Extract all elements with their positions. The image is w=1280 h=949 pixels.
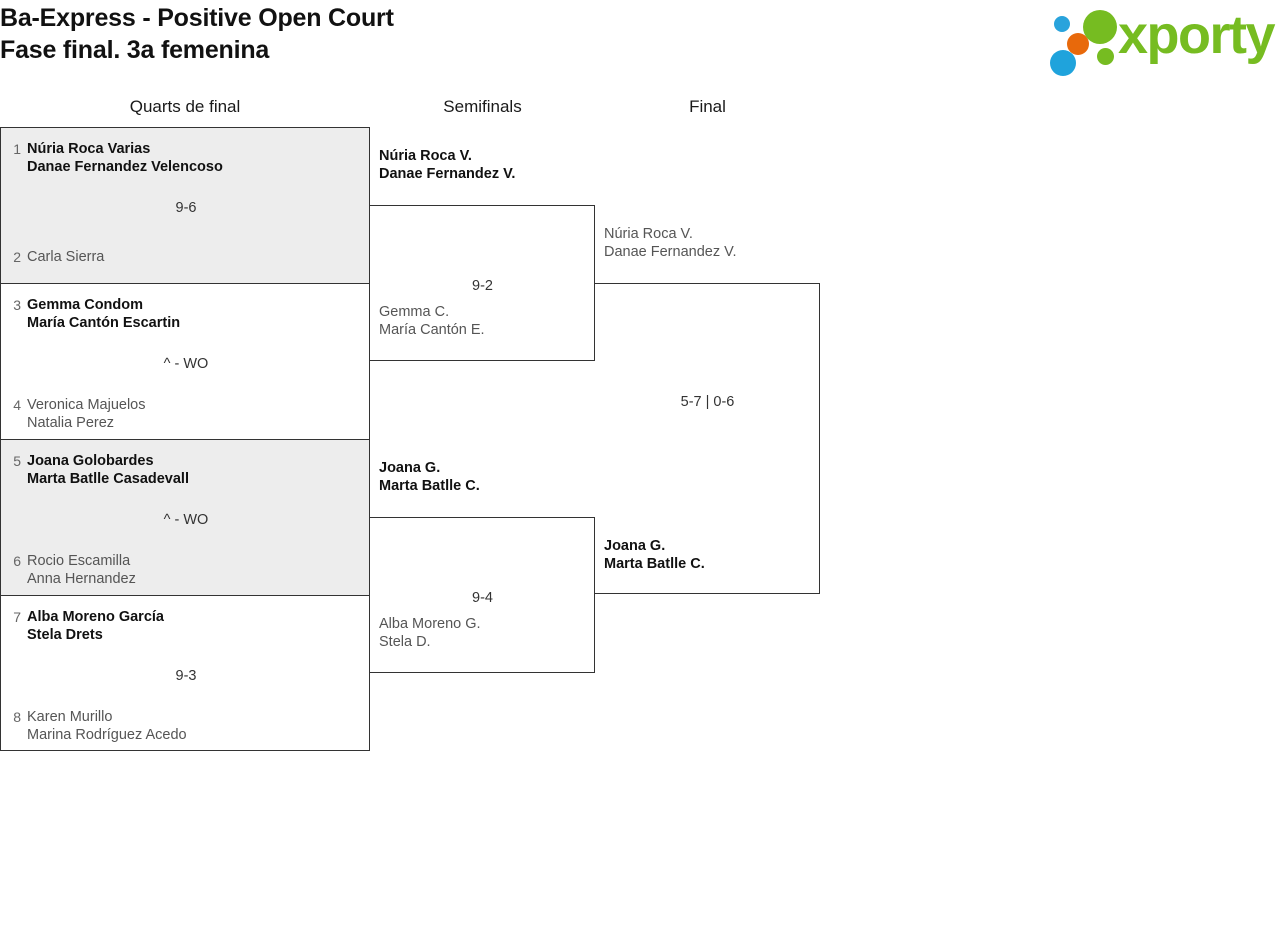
player-names: Joana Golobardes Marta Batlle Casadevall: [27, 453, 189, 487]
page-title: Ba-Express - Positive Open Court Fase fi…: [0, 2, 900, 66]
seed-number: 5: [13, 453, 21, 469]
seed-number: 2: [13, 249, 21, 265]
seed-number: 6: [13, 553, 21, 569]
competitor-top[interactable]: 5 Joana Golobardes Marta Batlle Casadeva…: [1, 452, 369, 488]
player-names: Joana G. Marta Batlle C.: [379, 460, 480, 494]
logo-dot-green-large: [1083, 10, 1117, 44]
match-semifinal-1[interactable]: 9-2: [370, 205, 595, 361]
seed-number: 1: [13, 141, 21, 157]
semifinal-1-competitor-bottom[interactable]: Gemma C. María Cantón E.: [370, 303, 595, 339]
player-names: Núria Roca Varias Danae Fernandez Velenc…: [27, 141, 223, 175]
seed-number: 7: [13, 609, 21, 625]
tournament-name: Ba-Express - Positive Open Court: [0, 4, 394, 32]
seed-number: 4: [13, 397, 21, 413]
match-score: 9-2: [472, 278, 493, 294]
player-names: Gemma Condom María Cantón Escartin: [27, 297, 181, 331]
semifinal-2-competitor-top[interactable]: Joana G. Marta Batlle C.: [370, 459, 595, 495]
match-final[interactable]: 5-7 | 0-6: [595, 283, 820, 594]
final-competitor-bottom[interactable]: Joana G. Marta Batlle C.: [595, 537, 820, 573]
match-quarterfinal-4[interactable]: 7 Alba Moreno García Stela Drets 9-3 8 K…: [0, 595, 370, 751]
logo-wordmark: xporty: [1118, 5, 1276, 65]
competitor-top[interactable]: 7 Alba Moreno García Stela Drets: [1, 608, 369, 644]
match-score: ^ - WO: [163, 356, 209, 372]
match-score: 5-7 | 0-6: [680, 394, 735, 410]
competitor-bottom[interactable]: 4 Veronica Majuelos Natalia Perez: [1, 396, 369, 432]
xporty-logo[interactable]: xporty: [1050, 5, 1280, 76]
match-score: 9-4: [472, 590, 493, 606]
player-names: Rocio Escamilla Anna Hernandez: [27, 553, 136, 587]
semifinal-2-competitor-bottom[interactable]: Alba Moreno G. Stela D.: [370, 615, 595, 651]
player-names: Joana G. Marta Batlle C.: [604, 538, 705, 572]
semifinal-1-competitor-top[interactable]: Núria Roca V. Danae Fernandez V.: [370, 147, 595, 183]
tournament-phase: Fase final. 3a femenina: [0, 36, 270, 64]
competitor-top[interactable]: 3 Gemma Condom María Cantón Escartin: [1, 296, 369, 332]
match-quarterfinal-2[interactable]: 3 Gemma Condom María Cantón Escartin ^ -…: [0, 283, 370, 439]
logo-dot-blue-small: [1054, 16, 1070, 32]
round-header-semifinals: Semifinals: [443, 97, 522, 116]
player-names: Gemma C. María Cantón E.: [379, 304, 485, 338]
competitor-bottom[interactable]: 8 Karen Murillo Marina Rodríguez Acedo: [1, 708, 369, 744]
match-quarterfinal-3[interactable]: 5 Joana Golobardes Marta Batlle Casadeva…: [0, 439, 370, 595]
round-header-final: Final: [689, 97, 726, 116]
player-names: Veronica Majuelos Natalia Perez: [27, 397, 146, 431]
player-names: Carla Sierra: [27, 249, 105, 265]
competitor-bottom[interactable]: 6 Rocio Escamilla Anna Hernandez: [1, 552, 369, 588]
player-names: Núria Roca V. Danae Fernandez V.: [604, 226, 737, 260]
seed-number: 8: [13, 709, 21, 725]
logo-dot-green-small: [1097, 48, 1114, 65]
match-semifinal-2[interactable]: 9-4: [370, 517, 595, 673]
player-names: Karen Murillo Marina Rodríguez Acedo: [27, 709, 187, 743]
logo-dot-orange: [1067, 33, 1089, 55]
round-header-quarterfinals: Quarts de final: [129, 97, 241, 116]
player-names: Alba Moreno G. Stela D.: [379, 616, 481, 650]
seed-number: 3: [13, 297, 21, 313]
logo-dot-blue-large: [1050, 50, 1076, 76]
match-score: 9-3: [175, 668, 197, 684]
competitor-bottom[interactable]: 2 Carla Sierra: [1, 248, 369, 267]
player-names: Alba Moreno García Stela Drets: [27, 609, 164, 643]
final-competitor-top[interactable]: Núria Roca V. Danae Fernandez V.: [595, 225, 820, 261]
competitor-top[interactable]: 1 Núria Roca Varias Danae Fernandez Vele…: [1, 140, 369, 176]
match-score: ^ - WO: [163, 512, 209, 528]
match-quarterfinal-1[interactable]: 1 Núria Roca Varias Danae Fernandez Vele…: [0, 127, 370, 283]
player-names: Núria Roca V. Danae Fernandez V.: [379, 148, 516, 182]
match-score: 9-6: [175, 200, 197, 216]
